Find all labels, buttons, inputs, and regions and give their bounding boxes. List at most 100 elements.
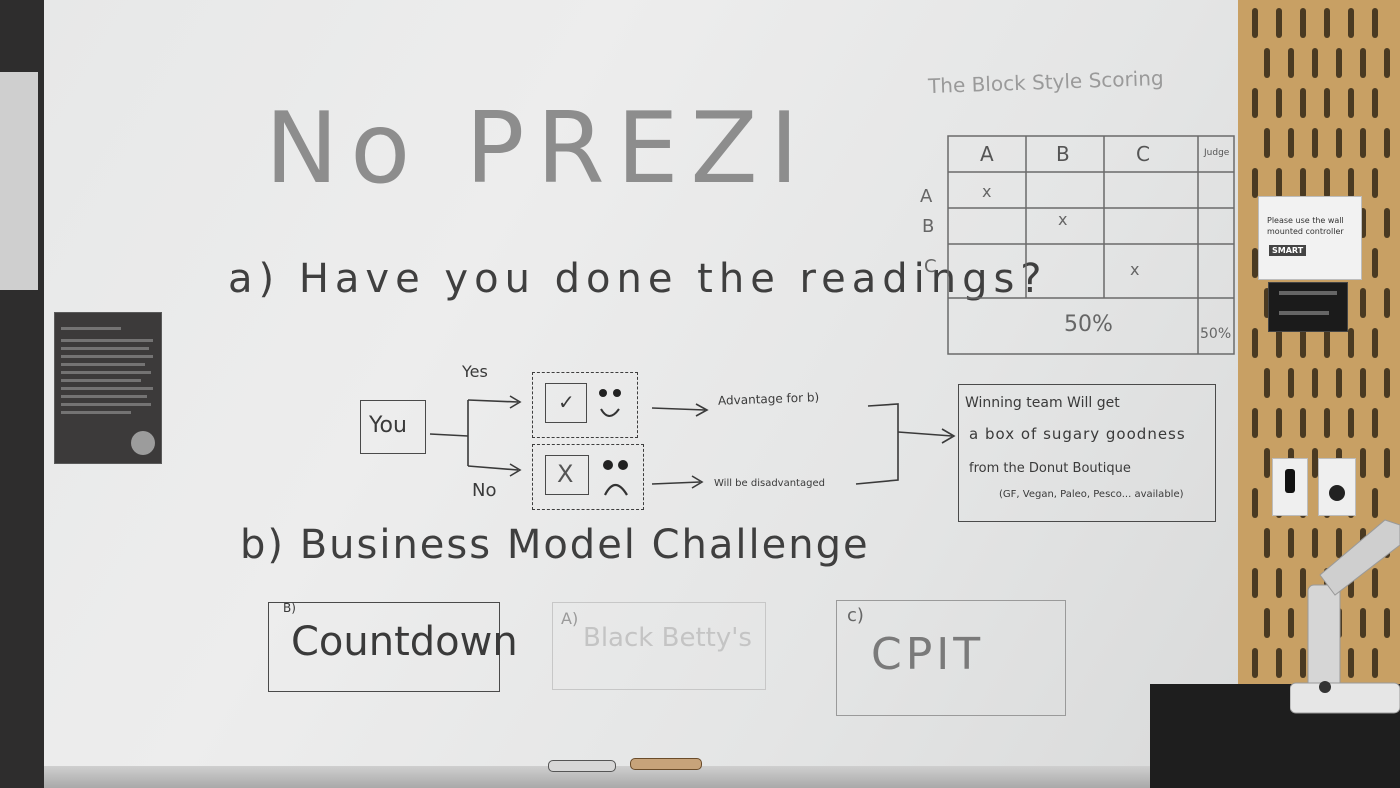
score-col-a: A <box>980 142 994 166</box>
pegboard-slot <box>1348 168 1354 198</box>
score-row-c: C <box>924 256 937 277</box>
team-tag-countdown: B) <box>283 601 296 615</box>
pegboard-slot <box>1312 528 1318 558</box>
pegboard-slot <box>1300 648 1306 678</box>
pegboard-slot <box>1264 368 1270 398</box>
pegboard-slot <box>1348 648 1354 678</box>
prize-line-1: Winning team Will get <box>965 395 1120 411</box>
pegboard-slot <box>1300 88 1306 118</box>
pegboard-slot <box>1300 568 1306 598</box>
flow-no-box: X <box>532 444 644 510</box>
scoring-table: A B C Judge x x x 50% 50% <box>946 134 1236 356</box>
team-tag-black-bettys: A) <box>561 609 579 628</box>
pegboard-slot <box>1324 168 1330 198</box>
pegboard-slot <box>1264 128 1270 158</box>
prize-line-3: from the Donut Boutique <box>969 461 1131 476</box>
pegboard-slot <box>1276 168 1282 198</box>
notice-text: Please use the wall mounted controller <box>1267 216 1344 236</box>
team-name-black-bettys: Black Betty's <box>583 623 752 653</box>
pegboard-slot <box>1264 48 1270 78</box>
team-tag-cpit: c) <box>847 605 864 626</box>
board-title: No PREZI <box>265 92 811 206</box>
pegboard-slot <box>1372 488 1378 518</box>
document-camera[interactable] <box>1289 505 1400 725</box>
pegboard-slot <box>1252 88 1258 118</box>
flow-start-box: You <box>360 400 426 454</box>
pegboard-slot <box>1360 48 1366 78</box>
pegboard-slot <box>1312 448 1318 478</box>
pegboard-slot <box>1324 88 1330 118</box>
score-col-c: C <box>1136 142 1150 166</box>
pegboard-slot <box>1252 168 1258 198</box>
pegboard-slot <box>1312 128 1318 158</box>
flow-yes-label: Yes <box>462 362 488 381</box>
pegboard-slot <box>1360 608 1366 638</box>
pegboard-slot <box>1276 648 1282 678</box>
pegboard-slot <box>1324 408 1330 438</box>
marker-tray <box>44 766 1244 788</box>
pegboard-slot <box>1384 288 1390 318</box>
pegboard-slot <box>1384 448 1390 478</box>
pegboard-slot <box>1312 48 1318 78</box>
wall-poster <box>54 312 162 464</box>
pegboard-slot <box>1276 328 1282 358</box>
pegboard-slot <box>1324 328 1330 358</box>
power-outlet-right[interactable] <box>1318 458 1356 516</box>
score-mark-a: x <box>982 182 992 201</box>
score-row-a: A <box>920 186 933 207</box>
team-name-cpit: CPIT <box>871 629 985 680</box>
pegboard-slot <box>1384 208 1390 238</box>
pegboard-slot <box>1360 448 1366 478</box>
score-footer-left: 50% <box>1064 312 1113 337</box>
cross-icon: X <box>557 460 574 488</box>
pegboard-slot <box>1300 8 1306 38</box>
pegboard-slot <box>1252 648 1258 678</box>
pegboard-slot <box>1264 288 1270 318</box>
pegboard-slot <box>1384 48 1390 78</box>
score-col-b: B <box>1056 142 1070 166</box>
pegboard-slot <box>1360 288 1366 318</box>
pegboard-slot <box>1264 448 1270 478</box>
flow-yes-box: ✓ <box>532 372 638 438</box>
score-mark-c: x <box>1130 260 1140 279</box>
pegboard-slot <box>1372 648 1378 678</box>
pegboard-slot <box>1372 568 1378 598</box>
section-b: b) Business Model Challenge <box>240 522 870 568</box>
pegboard-slot <box>1288 608 1294 638</box>
team-box-black-bettys: A) Black Betty's <box>552 602 766 690</box>
pegboard-slot <box>1264 528 1270 558</box>
pegboard-slot <box>1336 48 1342 78</box>
score-col-judge: Judge <box>1204 148 1230 158</box>
power-outlet-left[interactable] <box>1272 458 1308 516</box>
team-name-countdown: Countdown <box>291 619 518 665</box>
marker-black[interactable] <box>548 760 616 772</box>
pegboard-slot <box>1252 8 1258 38</box>
flow-no-result: Will be disadvantaged <box>714 478 825 489</box>
pegboard-slot <box>1288 128 1294 158</box>
pegboard-slot <box>1252 248 1258 278</box>
wall-controller[interactable] <box>1268 282 1348 332</box>
pegboard-slot <box>1360 368 1366 398</box>
pegboard-slot <box>1372 328 1378 358</box>
pegboard-slot <box>1288 48 1294 78</box>
pegboard-slot <box>1252 568 1258 598</box>
pegboard-slot <box>1360 128 1366 158</box>
pegboard-slot <box>1384 368 1390 398</box>
pegboard-slot <box>1288 528 1294 558</box>
pegboard-slot <box>1336 528 1342 558</box>
pegboard-slot <box>1264 608 1270 638</box>
marker-brown[interactable] <box>630 758 702 770</box>
pegboard-slot <box>1252 328 1258 358</box>
pegboard-slot <box>1372 168 1378 198</box>
left-poster <box>0 72 38 290</box>
prize-line-4: (GF, Vegan, Paleo, Pesco... available) <box>999 489 1184 500</box>
pegboard-slot <box>1252 408 1258 438</box>
pegboard-slot <box>1252 488 1258 518</box>
pegboard-slot <box>1360 208 1366 238</box>
pegboard-slot <box>1336 128 1342 158</box>
pegboard-slot <box>1348 8 1354 38</box>
pegboard-slot <box>1372 408 1378 438</box>
pegboard-slot <box>1372 8 1378 38</box>
pegboard-slot <box>1276 408 1282 438</box>
pegboard-slot <box>1384 608 1390 638</box>
